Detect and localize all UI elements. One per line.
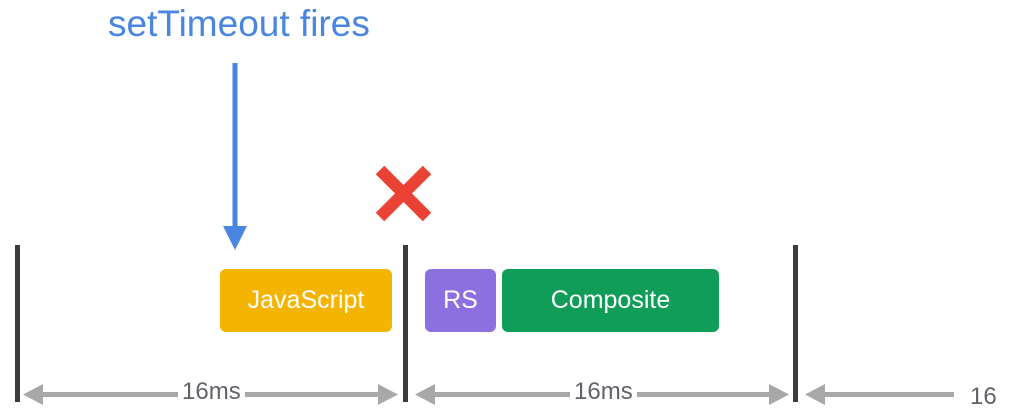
interval-arrow-3 — [805, 384, 954, 405]
interval-label-3: 16 — [966, 382, 1001, 412]
frame-boundary-1 — [15, 245, 20, 402]
cross-icon — [375, 165, 432, 222]
javascript-task: JavaScript — [220, 269, 392, 332]
arrow-down-icon — [223, 63, 247, 250]
rs-task: RS — [425, 269, 496, 332]
frame-boundary-3 — [793, 245, 798, 402]
set-timeout-label: setTimeout fires — [108, 3, 370, 44]
interval-label-2: 16ms — [570, 377, 637, 407]
composite-task: Composite — [502, 269, 719, 332]
frame-boundary-2 — [403, 245, 408, 402]
interval-label-1: 16ms — [178, 377, 245, 407]
